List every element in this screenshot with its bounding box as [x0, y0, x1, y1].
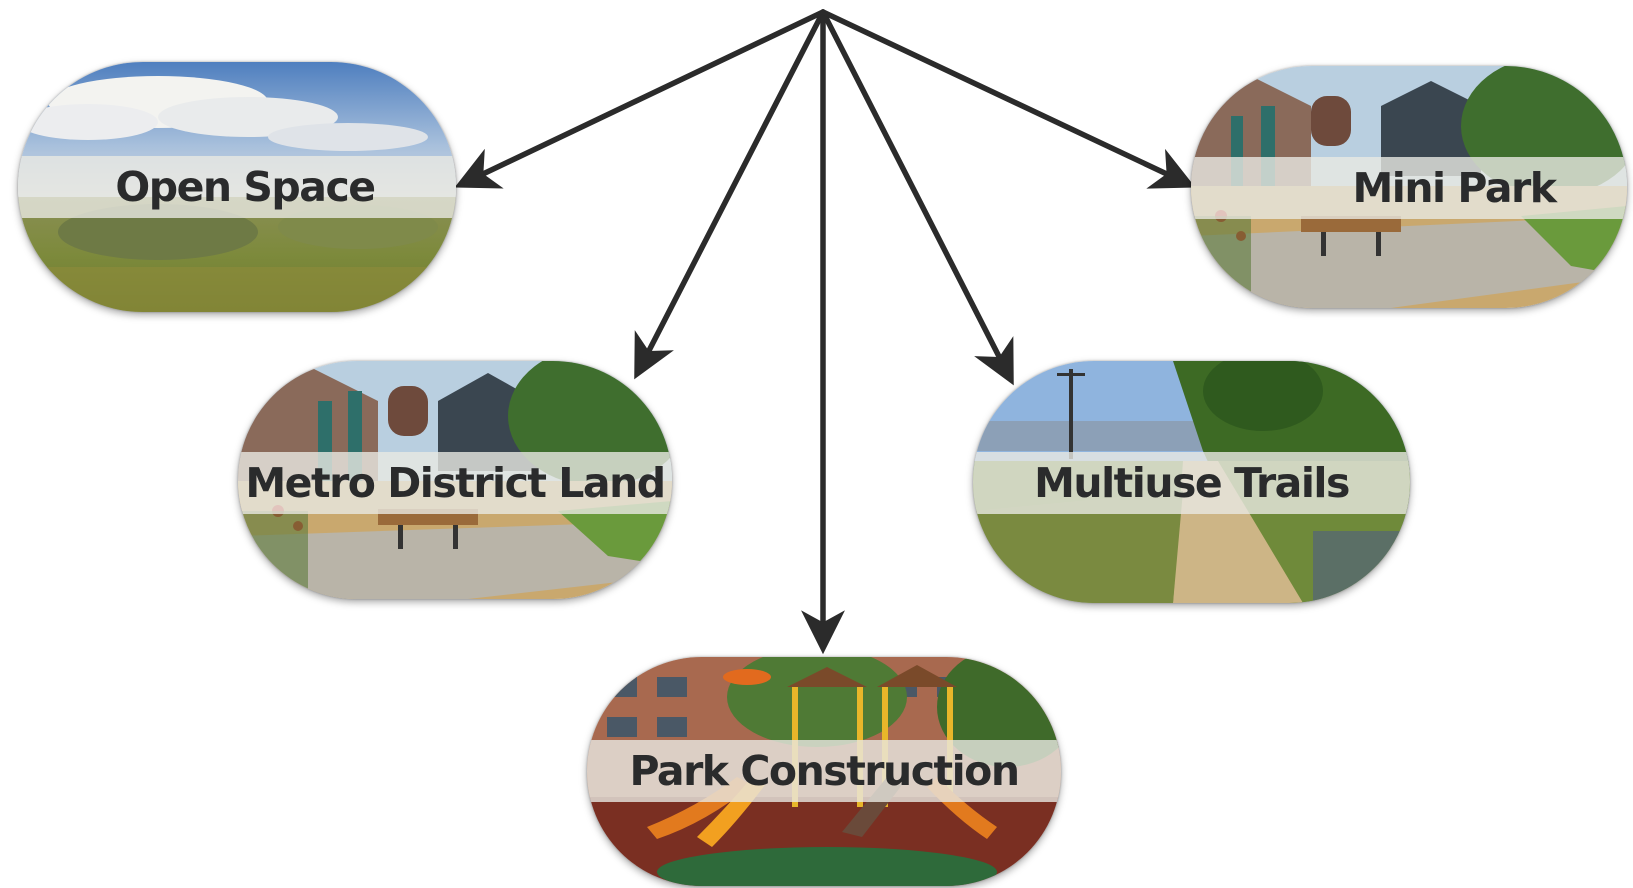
- arrow-to-metro-district-land: [634, 9, 826, 380]
- playground-bench-photo: [1191, 66, 1627, 308]
- label-band: Multiuse Trails: [973, 452, 1410, 514]
- node-label: Open Space: [115, 163, 376, 211]
- orange-playground-photo: [587, 657, 1061, 886]
- node-open-space: Open Space: [18, 62, 456, 312]
- node-metro-district-land: Metro District Land: [238, 361, 672, 599]
- node-label: Metro District Land: [245, 459, 666, 507]
- node-park-construction: Park Construction: [587, 657, 1061, 886]
- arrow-to-multiuse-trails: [820, 9, 1014, 386]
- arrow-to-mini-park: [820, 9, 1196, 189]
- node-label: Park Construction: [629, 747, 1020, 795]
- dirt-trail-hillside-photo: [973, 361, 1410, 603]
- node-mini-park: Mini Park: [1191, 66, 1627, 308]
- label-band: Mini Park: [1191, 157, 1627, 219]
- label-band: Open Space: [18, 156, 456, 218]
- node-label: Multiuse Trails: [1034, 459, 1350, 507]
- arrow-to-open-space: [454, 9, 826, 189]
- node-multiuse-trails: Multiuse Trails: [973, 361, 1410, 603]
- grassland-sky-photo: [18, 62, 456, 312]
- node-label: Mini Park: [1352, 164, 1557, 212]
- label-band: Metro District Land: [238, 452, 672, 514]
- label-band: Park Construction: [587, 740, 1061, 802]
